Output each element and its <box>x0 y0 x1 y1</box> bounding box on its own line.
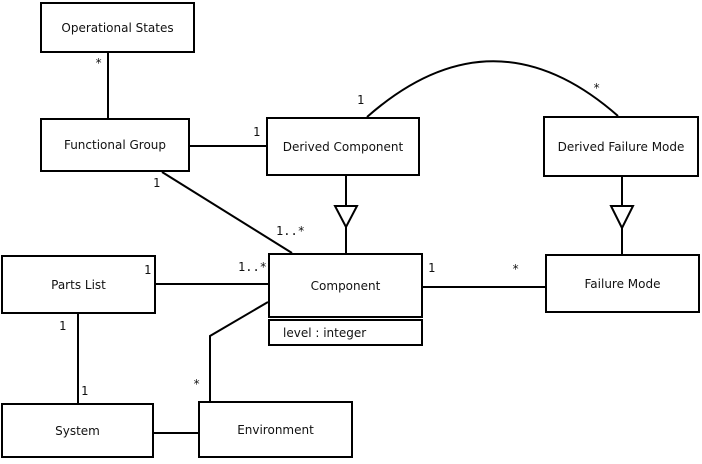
multiplicity-fg-dc-one: 1 <box>253 125 261 139</box>
class-environment[interactable]: Environment <box>198 401 353 458</box>
multiplicity-env-comp-star: * <box>193 377 201 391</box>
multiplicity-fg-comp-many: 1..* <box>276 224 305 238</box>
class-system[interactable]: System <box>1 403 154 458</box>
multiplicity-fg-comp-one: 1 <box>153 176 161 190</box>
multiplicity-os-fg-star: * <box>95 56 103 70</box>
class-component-name-compartment[interactable]: Component <box>268 253 423 318</box>
multiplicity-dc-arc-one: 1 <box>357 93 365 107</box>
multiplicity-pl-comp-many: 1..* <box>238 260 267 274</box>
class-parts-list[interactable]: Parts List <box>1 255 156 314</box>
generalization-triangle-icon <box>333 205 359 230</box>
class-functional-group[interactable]: Functional Group <box>40 118 190 172</box>
class-derived-component[interactable]: Derived Component <box>266 117 420 176</box>
association-functional-group-component[interactable] <box>161 171 293 254</box>
multiplicity-pl-sys-one-top: 1 <box>59 319 67 333</box>
generalization-triangle-icon <box>609 205 635 231</box>
class-operational-states[interactable]: Operational States <box>40 2 195 53</box>
class-failure-mode[interactable]: Failure Mode <box>545 254 700 313</box>
multiplicity-comp-fm-star: * <box>512 262 520 276</box>
multiplicity-pl-sys-one-bottom: 1 <box>81 384 89 398</box>
multiplicity-pl-comp-one: 1 <box>144 263 152 277</box>
multiplicity-comp-fm-one: 1 <box>428 261 436 275</box>
multiplicity-dfm-arc-star: * <box>593 81 601 95</box>
association-arc-derived-component-derived-failure-mode[interactable] <box>366 60 619 118</box>
class-derived-failure-mode[interactable]: Derived Failure Mode <box>543 116 699 177</box>
class-component-attribute-compartment[interactable]: level : integer <box>268 319 423 346</box>
association-environment-component[interactable] <box>209 301 269 401</box>
